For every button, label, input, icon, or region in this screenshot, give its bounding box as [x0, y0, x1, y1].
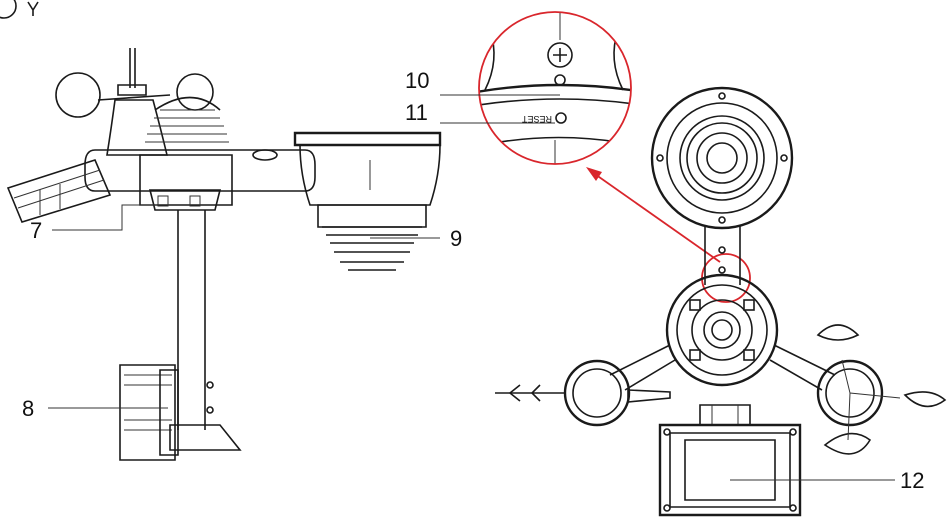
radiation-shield: [139, 96, 233, 206]
label-10: 10: [405, 68, 429, 93]
rain-gauge: [293, 131, 442, 271]
callout-7: [52, 204, 157, 231]
battery-compartment: [658, 423, 802, 517]
wind-cup-left: [55, 72, 101, 118]
header-fragment: [0, 0, 39, 19]
wind-cup-right: [176, 73, 214, 111]
label-12: 12: [900, 468, 924, 493]
label-11: 11: [405, 100, 428, 125]
solar-panel: [6, 159, 112, 223]
top-view-sensor: [495, 86, 947, 517]
label-7: 7: [30, 218, 42, 243]
mounting-bracket: [119, 364, 242, 461]
zoom-arrow: [586, 167, 751, 303]
label-9: 9: [450, 226, 462, 251]
label-8: 8: [22, 396, 34, 421]
zoom-circle: [478, 11, 632, 165]
zoom-detail: RESET: [478, 11, 632, 165]
reset-text: RESET: [521, 114, 552, 124]
side-view-sensor: [6, 48, 442, 461]
